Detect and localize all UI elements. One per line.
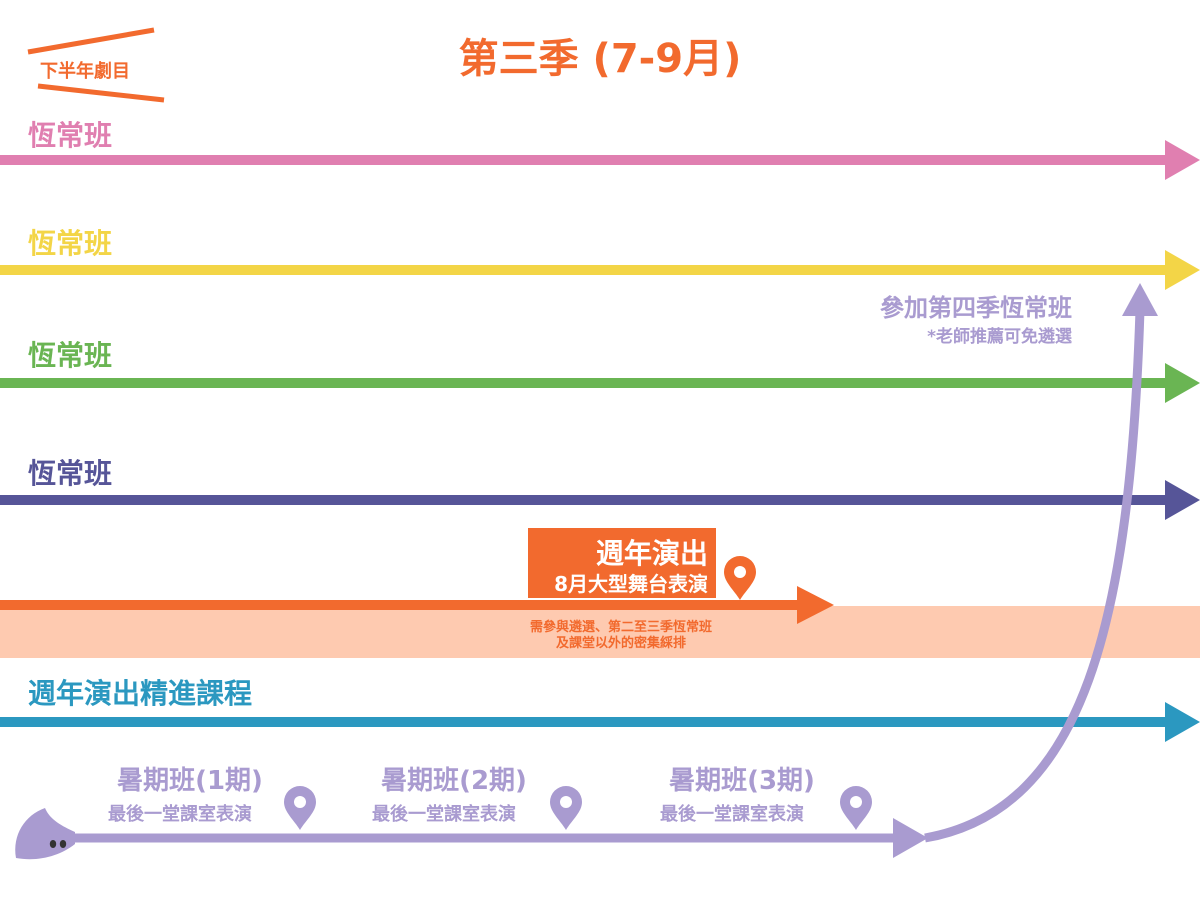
- corner-slash-top: [27, 27, 155, 55]
- lane-arrow-3: [0, 363, 1200, 403]
- anniversary-title: 週年演出: [595, 537, 708, 570]
- upgrade-note: *老師推薦可免遴選: [927, 327, 1072, 347]
- summer-class-3-subtitle: 最後一堂課室表演: [660, 804, 804, 825]
- lane-arrow-2: [0, 250, 1200, 290]
- location-pin-icon: [724, 556, 756, 600]
- lane-label-2: 恆常班: [28, 227, 113, 260]
- mascot-icon: [15, 808, 76, 860]
- anniversary-note-line1: 需參與遴選、第二至三季恆常班: [529, 620, 712, 635]
- summer-class-2-subtitle: 最後一堂課室表演: [372, 804, 516, 825]
- lane-arrow-1: [0, 140, 1200, 180]
- anniversary-subtitle: 8月大型舞台表演: [554, 572, 708, 596]
- lane-arrow-6: [0, 702, 1200, 742]
- lane-label-4: 恆常班: [28, 457, 113, 490]
- summer-class-2-title: 暑期班(2期): [381, 766, 527, 796]
- anniversary-note: 需參與遴選、第二至三季恆常班 及課堂以外的密集綵排: [486, 620, 756, 652]
- lane-arrow-4: [0, 480, 1200, 520]
- summer-class-3-title: 暑期班(3期): [669, 766, 815, 796]
- location-pin-icon: [284, 786, 316, 830]
- page-title: 第三季 (7-9月): [458, 36, 742, 82]
- corner-label: 下半年劇目: [40, 61, 130, 82]
- summer-class-1-subtitle: 最後一堂課室表演: [108, 804, 252, 825]
- summer-class-1-title: 暑期班(1期): [117, 766, 263, 796]
- lane-label-1: 恆常班: [28, 119, 113, 152]
- anniversary-box: 週年演出 8月大型舞台表演: [528, 528, 716, 598]
- anniversary-band: [0, 606, 1200, 658]
- lane-label-3: 恆常班: [28, 339, 113, 372]
- corner-slash-bottom: [37, 83, 165, 103]
- summer-path-arrow: [60, 283, 1158, 858]
- location-pin-icon: [840, 786, 872, 830]
- location-pin-icon: [550, 786, 582, 830]
- anniversary-note-line2: 及課堂以外的密集綵排: [555, 636, 686, 651]
- upgrade-title: 參加第四季恆常班: [880, 294, 1072, 322]
- lane-arrow-anniversary: [0, 586, 834, 624]
- lane-label-6: 週年演出精進課程: [28, 677, 253, 710]
